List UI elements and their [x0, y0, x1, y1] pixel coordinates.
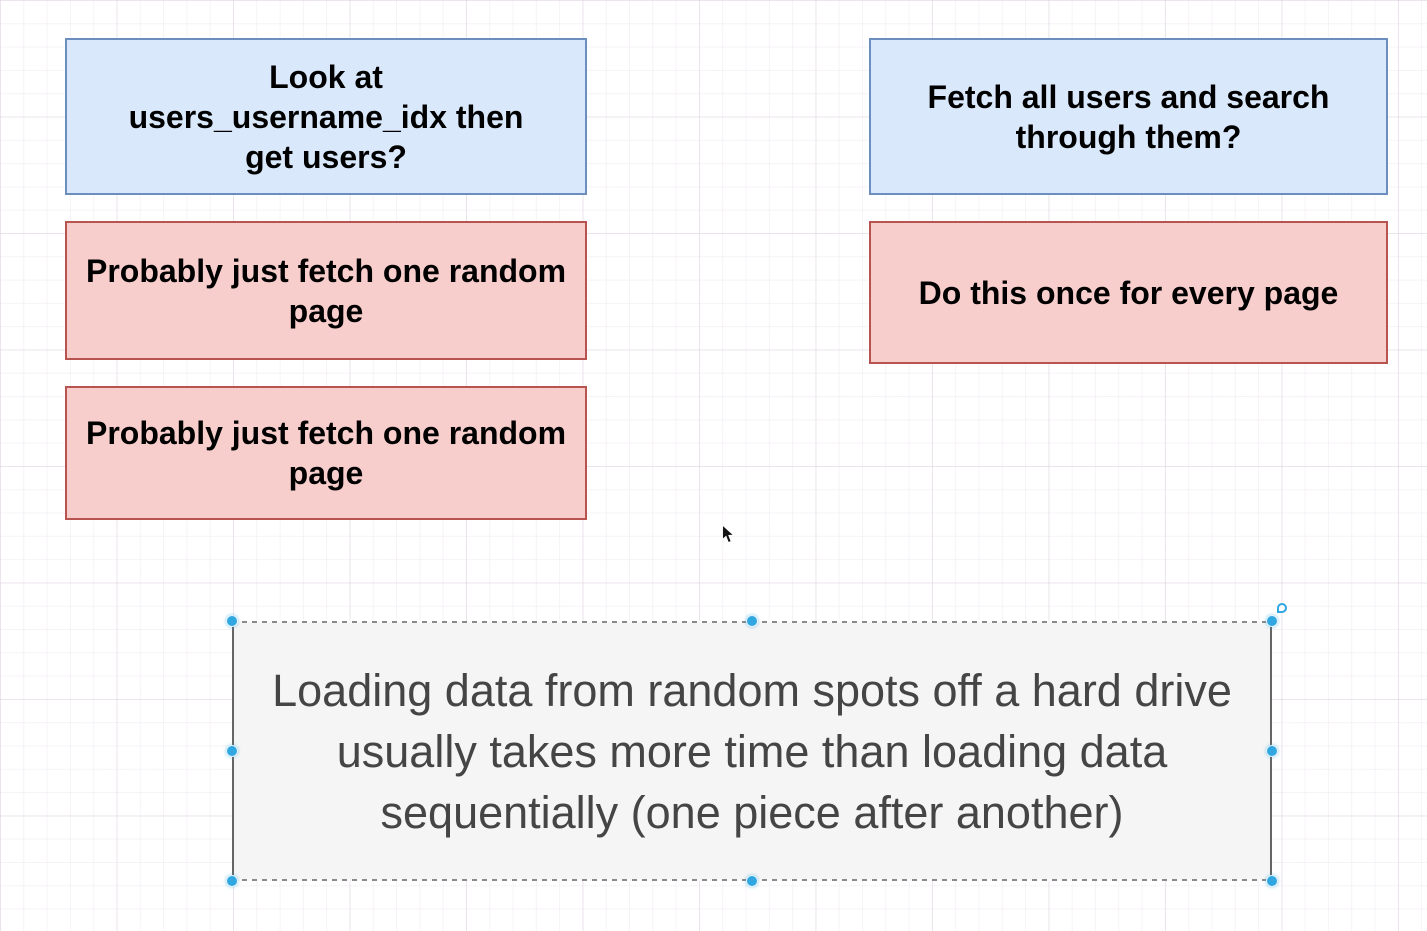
node-label: Do this once for every page: [918, 274, 1339, 311]
selection-handle-se[interactable]: [1266, 875, 1278, 887]
selection-handle-nw[interactable]: [226, 615, 238, 627]
arrow-pointer-icon: [722, 524, 735, 544]
selection-handle-s[interactable]: [746, 875, 758, 887]
node-label: Probably just fetch one random page: [85, 252, 567, 329]
diagram-node-answer-left-1[interactable]: Probably just fetch one random page: [65, 221, 587, 360]
node-label: Fetch all users and search through them?: [927, 78, 1330, 155]
selection-handle-w[interactable]: [226, 745, 238, 757]
selection-handle-e[interactable]: [1266, 745, 1278, 757]
selection-handle-sw[interactable]: [226, 875, 238, 887]
diagram-node-note-selected[interactable]: Loading data from random spots off a har…: [226, 603, 1287, 887]
rotate-circle-icon[interactable]: [1277, 603, 1287, 613]
selection-handle-n[interactable]: [746, 615, 758, 627]
node-label: Look at users_username_idx then get user…: [128, 58, 524, 175]
diagram-node-question-left[interactable]: Look at users_username_idx then get user…: [65, 38, 587, 195]
diagram-node-question-right[interactable]: Fetch all users and search through them?: [869, 38, 1388, 195]
diagram-node-answer-right[interactable]: Do this once for every page: [869, 221, 1388, 364]
node-label: Probably just fetch one random page: [85, 415, 567, 491]
selection-handle-ne[interactable]: [1266, 615, 1278, 627]
node-label: Loading data from random spots off a har…: [272, 664, 1232, 838]
diagram-node-answer-left-2[interactable]: Probably just fetch one random page: [65, 386, 587, 520]
